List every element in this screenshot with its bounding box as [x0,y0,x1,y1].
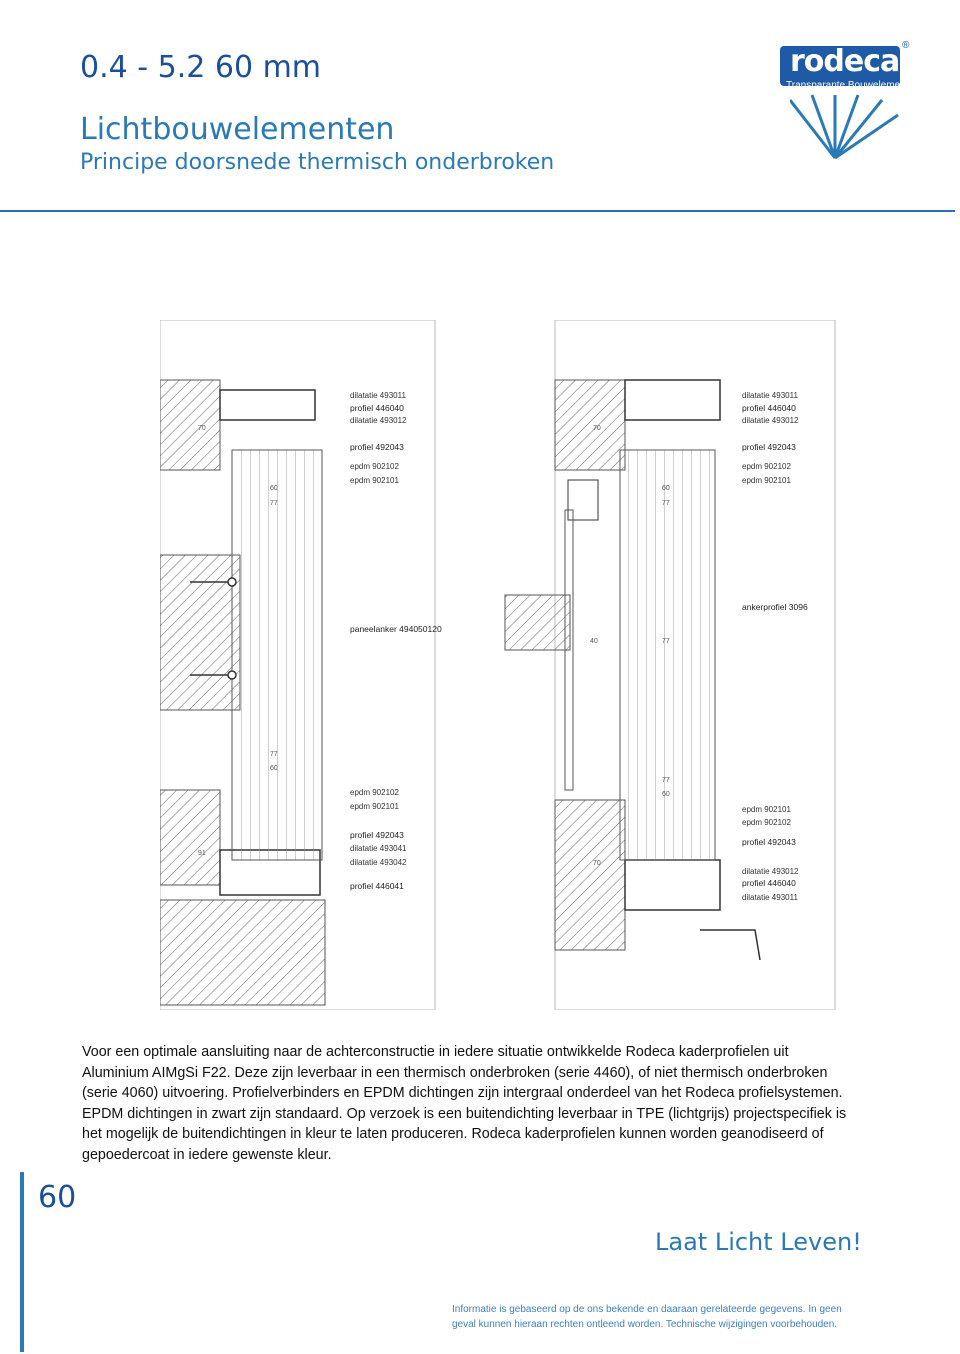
left-bottom-labels: epdm 902102 epdm 902101 profiel 492043 d… [350,788,407,891]
label: epdm 902101 [350,802,399,811]
label: profiel 492043 [350,442,404,452]
dim-label: 60 [270,765,278,772]
dim-label: 77 [270,751,278,758]
footer-disclaimer: Informatie is gebaseerd op de ons bekend… [452,1304,842,1330]
label: dilatatie 493011 [742,391,798,400]
dim-label: 60 [662,485,670,492]
label: profiel 446040 [742,878,796,888]
label: epdm 902101 [742,476,791,485]
dim-label: 60 [662,791,670,798]
page-title: Lichtbouwelementen [80,112,395,147]
right-mid-label: ankerprofiel 3096 [742,602,808,612]
label: dilatatie 493041 [350,844,407,853]
label: profiel 492043 [350,830,404,840]
page-number: 60 [38,1180,77,1215]
label: epdm 902102 [350,462,399,471]
logo-background [780,46,900,86]
label: profiel 446040 [742,403,796,413]
dim-label: 60 [270,485,278,492]
right-bottom-labels: epdm 902101 epdm 902102 profiel 492043 d… [742,805,799,902]
left-top-labels: dilatatie 493011 profiel 446040 dilatati… [350,391,407,485]
dim-label: 40 [590,638,598,645]
label: dilatatie 493011 [350,391,406,400]
dim-label: 77 [270,500,278,507]
label: dilatatie 493012 [350,416,407,425]
logo-wordmark: rodeca [790,44,900,79]
dim-label: 70 [593,425,601,432]
dim-label: 77 [662,500,670,507]
tagline: Laat Licht Leven! [655,1228,862,1256]
page-number-bar [20,1172,24,1352]
logo-tagline: Transparante Bouwelementen [786,80,920,91]
label: profiel 492043 [742,837,796,847]
logo-rays-icon [790,94,899,160]
right-top-labels: dilatatie 493011 profiel 446040 dilatati… [742,391,799,485]
dim-label: 91 [198,850,206,857]
body-paragraph: Voor een optimale aansluiting naar de ac… [82,1044,847,1163]
dim-label: 70 [198,425,206,432]
dim-label: 77 [662,777,670,784]
label: epdm 902101 [742,805,791,814]
label: dilatatie 493012 [742,416,799,425]
label: profiel 446040 [350,403,404,413]
label: profiel 446041 [350,881,404,891]
label: epdm 902102 [742,462,791,471]
left-mid-label: paneelanker 494050120 [350,624,442,634]
dim-label: 70 [593,860,601,867]
label: epdm 902102 [350,788,399,797]
label: dilatatie 493042 [350,858,407,867]
label: profiel 492043 [742,442,796,452]
section-drawing: dilatatie 493011 profiel 446040 dilatati… [160,320,836,1010]
label: dilatatie 493011 [742,893,798,902]
label: epdm 902102 [742,818,791,827]
header-divider [0,210,955,212]
dim-label: 77 [662,638,670,645]
logo-registered-mark: ® [902,40,910,51]
document-code: 0.4 - 5.2 60 mm [80,50,322,85]
label: dilatatie 493012 [742,867,799,876]
page-subtitle: Principe doorsnede thermisch onderbroken [80,150,555,175]
label: epdm 902101 [350,476,399,485]
